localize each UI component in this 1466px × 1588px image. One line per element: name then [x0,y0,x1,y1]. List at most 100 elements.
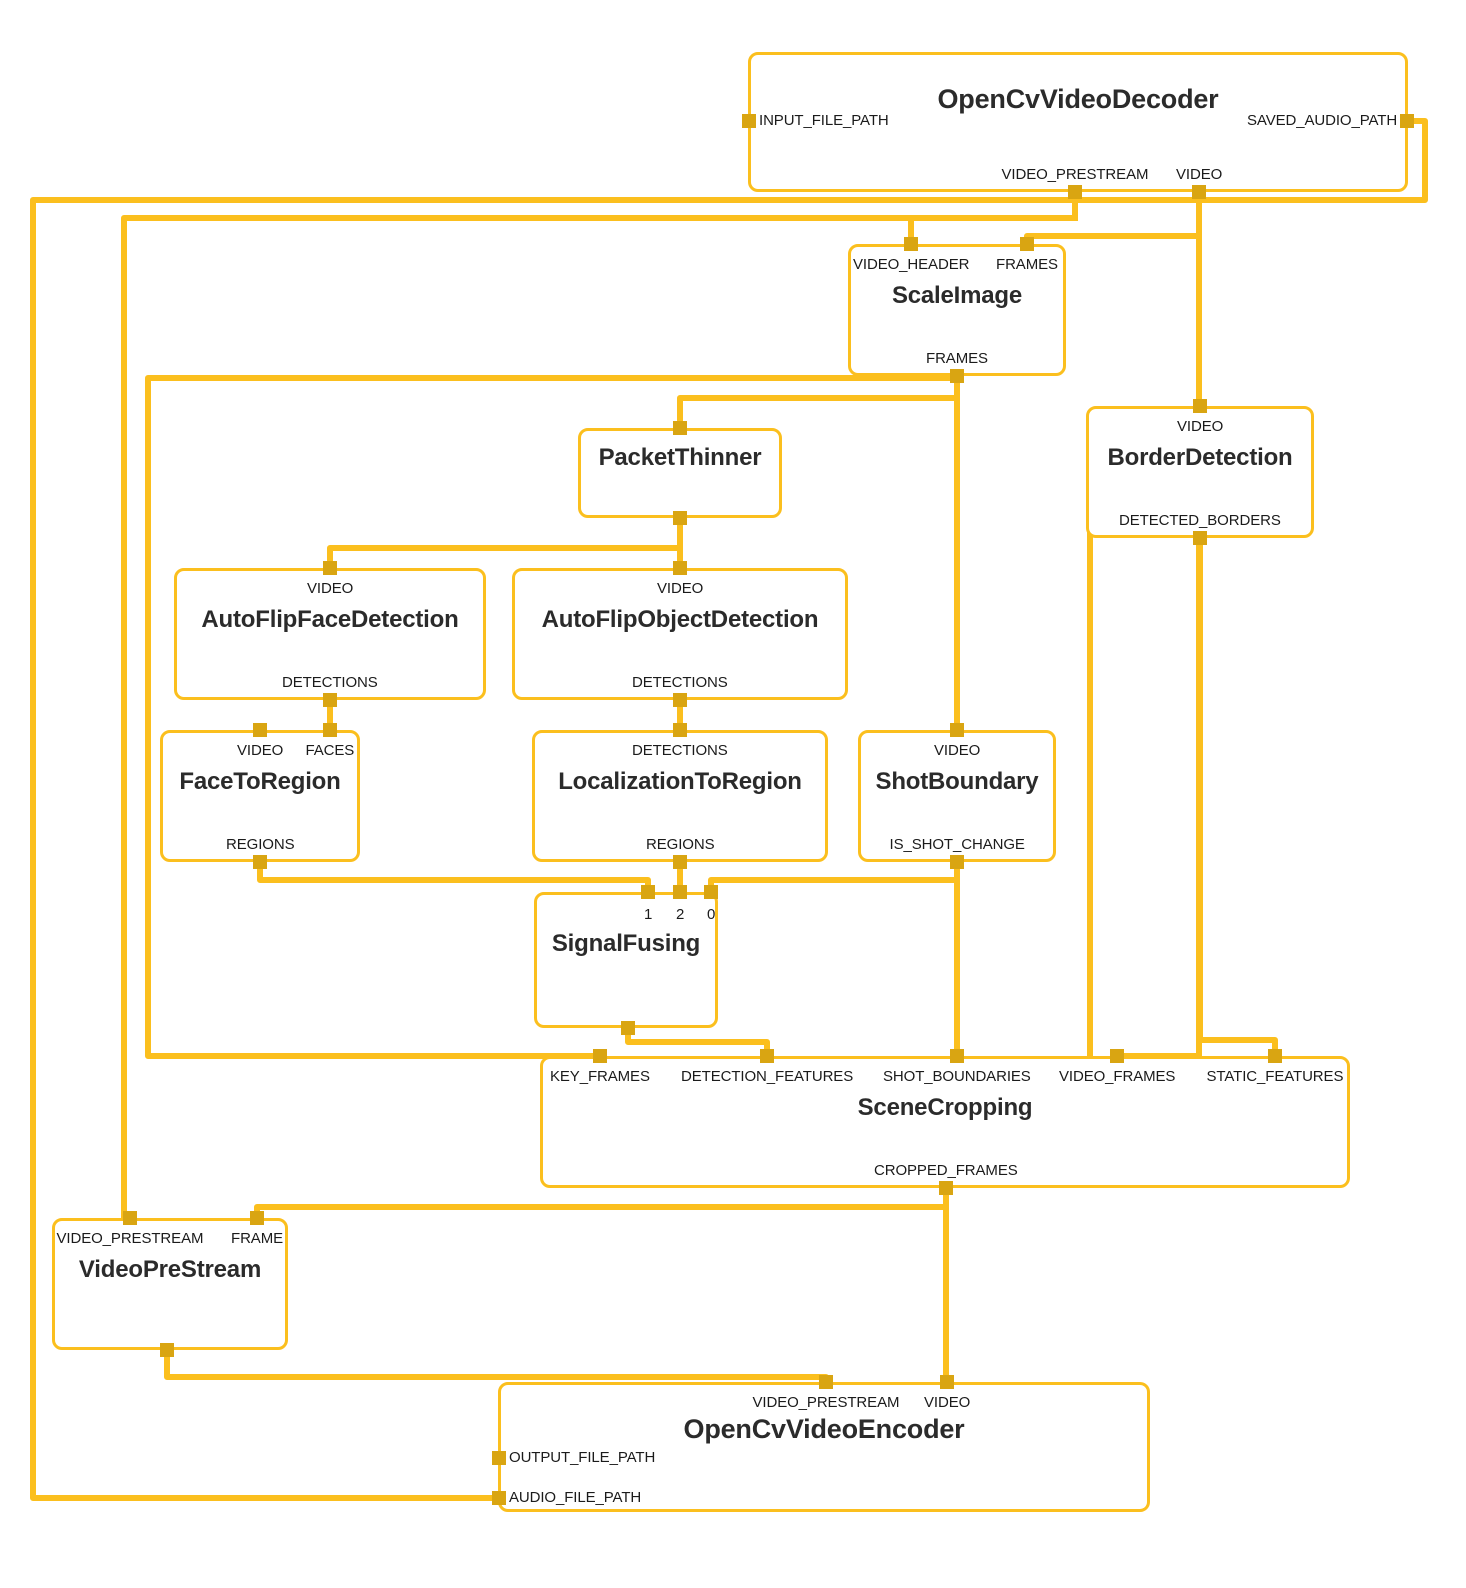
wire [677,395,960,431]
node-title-face_to_region: FaceToRegion [179,767,341,795]
port-label-opencv_video_decoder-video: VIDEO [1176,166,1223,183]
node-packet_thinner[interactable]: PacketThinner [578,428,782,518]
port-label-opencv_video_decoder-saved_audio_path: SAVED_AUDIO_PATH [1247,112,1398,129]
port-label-face_to_region-regions: REGIONS [226,836,295,853]
port-label-face_to_region-video: VIDEO [237,742,284,759]
port-in-packet_thinner-x[interactable] [673,421,687,435]
port-out-scene_cropping-cropped_frames[interactable] [939,1181,953,1195]
port-in-video_pre_stream-frame[interactable] [250,1211,264,1225]
port-label-scale_image-frames: FRAMES [926,350,988,367]
port-out-signal_fusing-x[interactable] [621,1021,635,1035]
port-label-shot_boundary-is_shot_change: IS_SHOT_CHANGE [889,836,1025,853]
wire [625,1025,770,1059]
node-shot_boundary[interactable]: ShotBoundary [858,730,1056,862]
port-out-border_detection-detected_borders[interactable] [1193,531,1207,545]
wire [327,545,683,571]
port-in-localization_to_region-detections[interactable] [673,723,687,737]
port-out-scale_image-frames[interactable] [950,369,964,383]
port-in-shot_boundary-video[interactable] [950,723,964,737]
port-label-scene_cropping-cropped_frames: CROPPED_FRAMES [874,1162,1018,1179]
port-label-shot_boundary-video: VIDEO [934,742,981,759]
port-label-scene_cropping-shot_boundaries: SHOT_BOUNDARIES [883,1068,1031,1085]
node-title-scale_image: ScaleImage [891,281,1023,309]
port-in-opencv_video_encoder-audio_file_path[interactable] [492,1491,506,1505]
port-in-opencv_video_decoder-input_file_path[interactable] [742,114,756,128]
node-title-opencv_video_decoder: OpenCvVideoDecoder [937,83,1219,114]
port-in-scene_cropping-static_features[interactable] [1268,1049,1282,1063]
node-title-video_pre_stream: VideoPreStream [78,1255,262,1283]
node-face_to_region[interactable]: FaceToRegion [160,730,360,862]
port-out-autoflip_face_detection-detections[interactable] [323,693,337,707]
port-in-scale_image-frames[interactable] [1020,237,1034,251]
port-label-autoflip_face_detection-video: VIDEO [307,580,354,597]
port-in-autoflip_face_detection-video[interactable] [323,561,337,575]
port-in-opencv_video_encoder-video_prestream[interactable] [819,1375,833,1389]
wire [30,118,1428,1501]
node-title-autoflip_face_detection: AutoFlipFaceDetection [201,605,459,633]
port-label-scale_image-frames: FRAMES [996,256,1058,273]
port-in-video_pre_stream-video_prestream[interactable] [123,1211,137,1225]
port-label-face_to_region-faces: FACES [305,742,355,759]
port-in-face_to_region-video[interactable] [253,723,267,737]
port-in-signal_fusing-2[interactable] [673,885,687,899]
node-scale_image[interactable]: ScaleImage [848,244,1066,376]
port-label-border_detection-video: VIDEO [1177,418,1224,435]
port-label-opencv_video_encoder-audio_file_path: AUDIO_FILE_PATH [509,1489,642,1506]
port-label-scale_image-video_header: VIDEO_HEADER [853,256,970,273]
port-out-shot_boundary-is_shot_change[interactable] [950,855,964,869]
port-label-opencv_video_decoder-video_prestream: VIDEO_PRESTREAM [1001,166,1149,183]
node-title-border_detection: BorderDetection [1107,443,1293,471]
port-in-border_detection-video[interactable] [1193,399,1207,413]
wire [908,215,1078,247]
port-in-signal_fusing-0[interactable] [704,885,718,899]
port-out-autoflip_object_detection-detections[interactable] [673,693,687,707]
port-label-autoflip_object_detection-detections: DETECTIONS [632,674,728,691]
port-label-scene_cropping-key_frames: KEY_FRAMES [550,1068,650,1085]
node-title-scene_cropping: SceneCropping [857,1093,1033,1121]
node-opencv_video_encoder[interactable]: OpenCvVideoEncoder [498,1382,1150,1512]
port-label-localization_to_region-detections: DETECTIONS [632,742,728,759]
port-label-opencv_video_encoder-output_file_path: OUTPUT_FILE_PATH [509,1449,656,1466]
node-title-signal_fusing: SignalFusing [551,929,701,957]
port-out-video_pre_stream-x[interactable] [160,1343,174,1357]
port-out-opencv_video_decoder-saved_audio_path[interactable] [1400,114,1414,128]
port-in-scene_cropping-shot_boundaries[interactable] [950,1049,964,1063]
port-label-signal_fusing-2: 2 [676,906,685,923]
port-label-autoflip_object_detection-video: VIDEO [657,580,704,597]
port-out-face_to_region-regions[interactable] [253,855,267,869]
node-signal_fusing[interactable]: SignalFusing [534,892,718,1028]
port-in-autoflip_object_detection-video[interactable] [673,561,687,575]
wire [257,859,651,895]
port-in-scene_cropping-detection_features[interactable] [760,1049,774,1063]
port-label-opencv_video_encoder-video: VIDEO [924,1394,971,1411]
port-label-scene_cropping-detection_features: DETECTION_FEATURES [681,1068,854,1085]
port-in-scene_cropping-key_frames[interactable] [593,1049,607,1063]
port-out-opencv_video_decoder-video_prestream[interactable] [1068,185,1082,199]
port-in-opencv_video_encoder-output_file_path[interactable] [492,1451,506,1465]
port-label-opencv_video_decoder-input_file_path: INPUT_FILE_PATH [759,112,889,129]
port-in-scene_cropping-video_frames[interactable] [1110,1049,1124,1063]
wire [1024,233,1202,247]
port-label-scene_cropping-video_frames: VIDEO_FRAMES [1059,1068,1176,1085]
node-opencv_video_decoder[interactable]: OpenCvVideoDecoder [748,52,1408,192]
port-label-localization_to_region-regions: REGIONS [646,836,715,853]
wire [254,1204,949,1221]
port-in-signal_fusing-1[interactable] [641,885,655,899]
node-localization_to_region[interactable]: LocalizationToRegion [532,730,828,862]
port-out-localization_to_region-regions[interactable] [673,855,687,869]
port-label-scene_cropping-static_features: STATIC_FEATURES [1206,1068,1344,1085]
wire [145,375,960,1059]
port-label-autoflip_face_detection-detections: DETECTIONS [282,674,378,691]
port-label-signal_fusing-1: 1 [644,906,653,923]
port-label-border_detection-detected_borders: DETECTED_BORDERS [1119,512,1281,529]
port-label-video_pre_stream-video_prestream: VIDEO_PRESTREAM [56,1230,204,1247]
node-title-shot_boundary: ShotBoundary [875,767,1039,795]
node-title-packet_thinner: PacketThinner [598,443,762,471]
port-out-opencv_video_decoder-video[interactable] [1192,185,1206,199]
port-in-opencv_video_encoder-video[interactable] [940,1375,954,1389]
port-out-packet_thinner-x[interactable] [673,511,687,525]
port-label-video_pre_stream-frame: FRAME [231,1230,284,1247]
wire [164,1347,829,1385]
port-in-face_to_region-faces[interactable] [323,723,337,737]
port-in-scale_image-video_header[interactable] [904,237,918,251]
